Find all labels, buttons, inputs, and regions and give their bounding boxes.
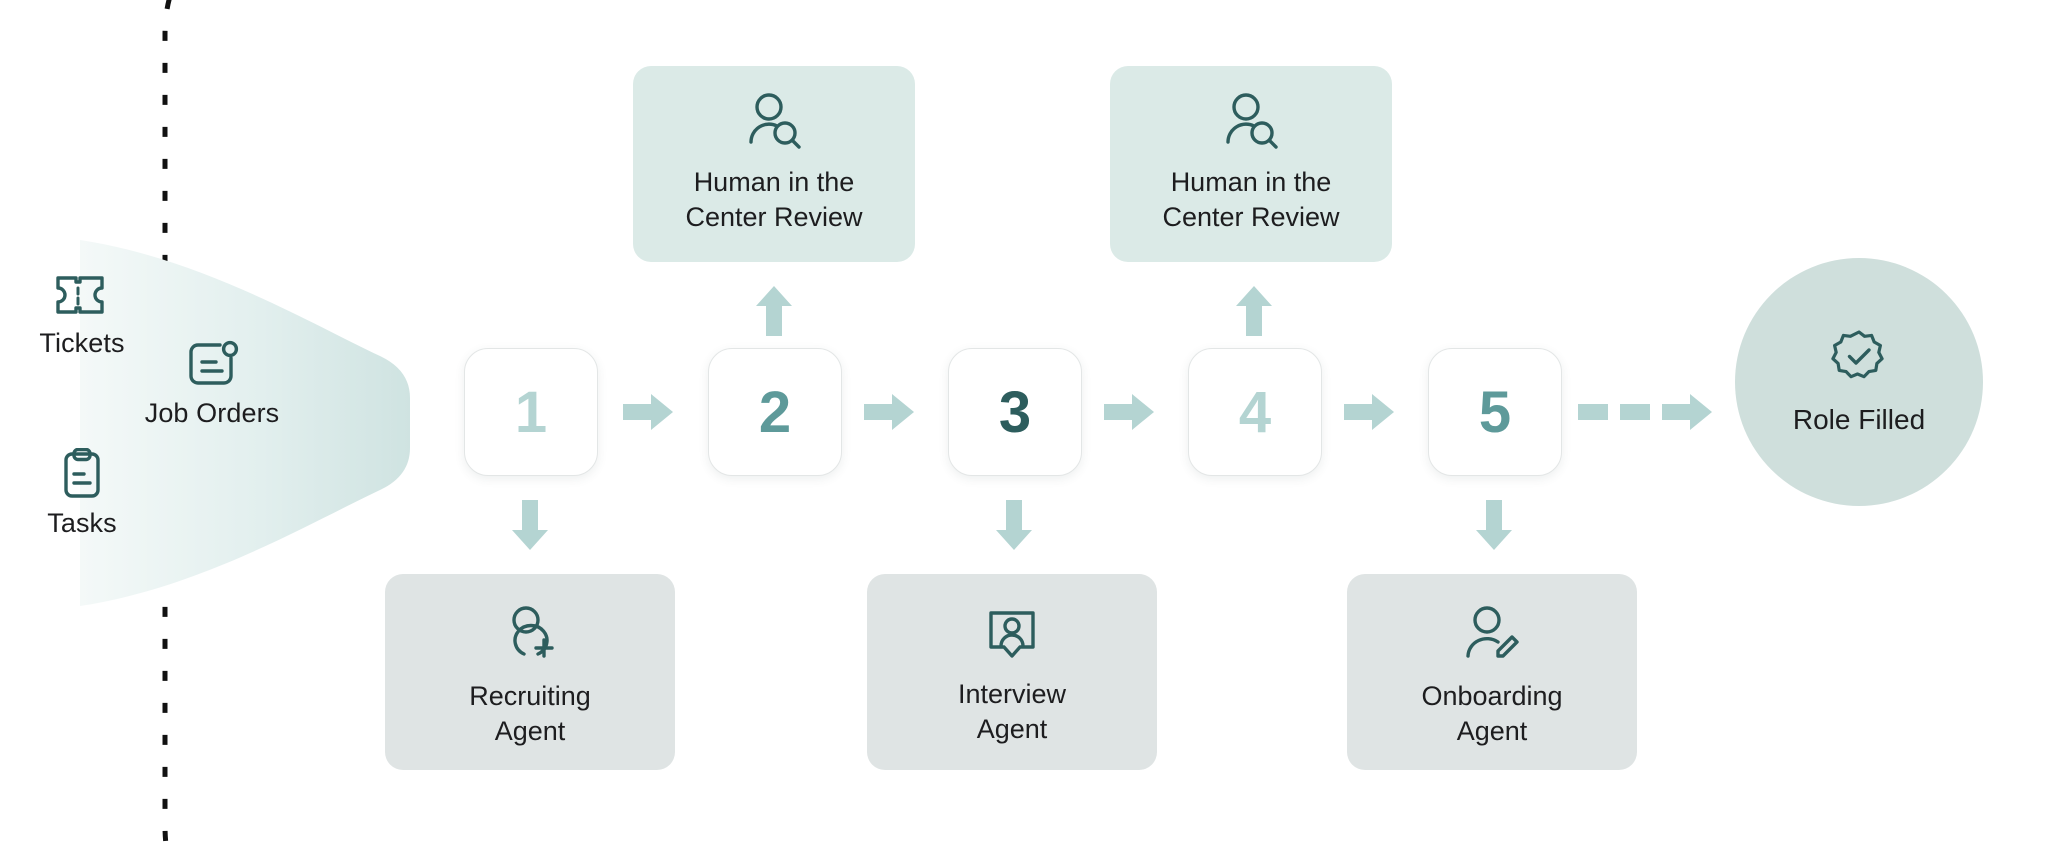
person-add-icon xyxy=(502,606,558,667)
arrow-right-icon xyxy=(623,394,673,430)
step-number: 1 xyxy=(514,379,548,445)
agent-box-recruiting[interactable]: Recruiting Agent xyxy=(385,574,675,770)
agent-label-line-2: Agent xyxy=(1456,715,1528,746)
step-number: 5 xyxy=(1478,379,1512,445)
step-box-3[interactable]: 3 xyxy=(948,348,1082,476)
review-box-step-2[interactable]: Human in the Center Review xyxy=(633,66,915,262)
agent-box-onboarding[interactable]: Onboarding Agent xyxy=(1347,574,1637,770)
review-box-label: Human in the Center Review xyxy=(685,165,862,234)
agent-box-label: Onboarding Agent xyxy=(1421,679,1562,748)
arrow-right-icon xyxy=(1104,394,1154,430)
agent-label-line-1: Recruiting xyxy=(469,681,591,711)
step-number: 2 xyxy=(758,379,792,445)
agent-label-line-1: Onboarding xyxy=(1421,681,1563,711)
step-number: 3 xyxy=(998,379,1032,445)
review-box-label: Human in the Center Review xyxy=(1162,165,1339,234)
arrow-down-icon xyxy=(996,500,1032,550)
person-search-icon xyxy=(1222,92,1280,155)
agent-label-line-2: Agent xyxy=(494,715,566,746)
agent-label-line-2: Agent xyxy=(976,713,1048,744)
review-label-line-2: Center Review xyxy=(1162,201,1340,232)
clipboard-task-icon xyxy=(0,447,167,500)
review-label-line-1: Human in the xyxy=(1170,167,1332,197)
person-card-icon xyxy=(985,606,1039,665)
step-box-4[interactable]: 4 xyxy=(1188,348,1322,476)
review-box-step-4[interactable]: Human in the Center Review xyxy=(1110,66,1392,262)
person-search-icon xyxy=(745,92,803,155)
step-box-1[interactable]: 1 xyxy=(464,348,598,476)
agent-label-line-1: Interview xyxy=(957,679,1067,709)
source-tickets: Tickets xyxy=(0,272,167,359)
person-edit-icon xyxy=(1463,606,1521,667)
outcome-label: Role Filled xyxy=(1792,403,1926,435)
step-box-5[interactable]: 5 xyxy=(1428,348,1562,476)
review-label-line-2: Center Review xyxy=(685,201,863,232)
outcome-role-filled[interactable]: Role Filled xyxy=(1735,258,1983,506)
arrow-up-icon xyxy=(756,286,792,336)
job-order-icon xyxy=(87,340,337,390)
source-tasks: Tasks xyxy=(0,447,167,539)
arrow-right-icon xyxy=(1344,394,1394,430)
agent-box-label: Recruiting Agent xyxy=(469,679,591,748)
step-box-2[interactable]: 2 xyxy=(708,348,842,476)
arrow-right-icon xyxy=(864,394,914,430)
agent-box-label: Interview Agent xyxy=(958,677,1066,746)
source-label: Tickets xyxy=(39,328,125,358)
arrow-down-icon xyxy=(1476,500,1512,550)
source-job-orders: Job Orders xyxy=(87,340,337,429)
intake-funnel-shape xyxy=(80,240,410,606)
dashed-arrow-to-outcome-icon xyxy=(1578,394,1712,430)
ticket-icon xyxy=(0,272,167,320)
verified-badge-check-icon xyxy=(1831,329,1887,390)
source-label: Job Orders xyxy=(144,398,280,428)
source-label: Tasks xyxy=(47,508,117,538)
arrow-down-icon xyxy=(512,500,548,550)
agent-box-interview[interactable]: Interview Agent xyxy=(867,574,1157,770)
step-number: 4 xyxy=(1238,379,1272,445)
arrow-up-icon xyxy=(1236,286,1272,336)
review-label-line-1: Human in the xyxy=(693,167,855,197)
